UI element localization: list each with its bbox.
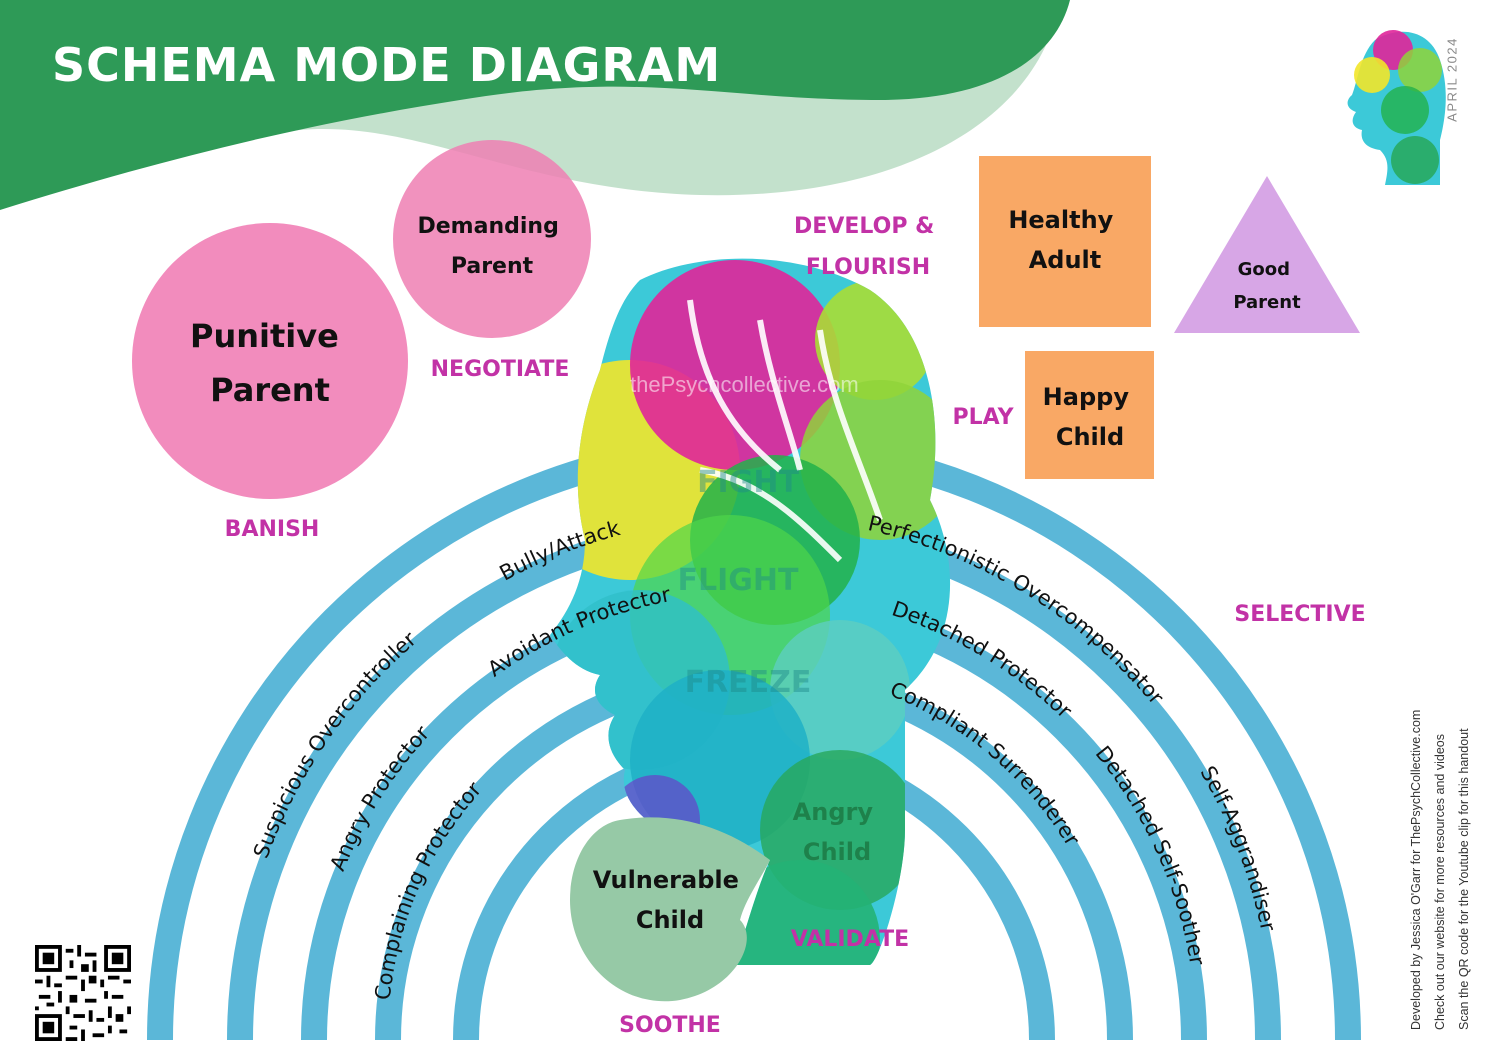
vulnerable-child-label: Vulnerable Child (593, 866, 747, 934)
demanding-parent-label: Demanding Parent (418, 214, 567, 279)
angry-child-line2: Child (803, 838, 871, 866)
healthy-adult-line1: Healthy (1008, 206, 1113, 234)
qr-code-icon[interactable] (35, 945, 131, 1041)
response-freeze: FREEZE (685, 665, 812, 700)
happy-child-line2: Child (1056, 423, 1124, 451)
vulnerable-child-line1: Vulnerable (593, 866, 739, 894)
healthy-adult-box (979, 156, 1151, 327)
angry-child-label: Angry Child (793, 798, 882, 866)
logo-head-icon (1347, 30, 1446, 185)
credits-line1: Developed by Jessica O'Garr for ThePsych… (1409, 709, 1423, 1030)
good-parent-label: Good Parent (1233, 259, 1301, 313)
credits-line2: Check out our website for more resources… (1433, 734, 1447, 1030)
date-label: APRIL 2024 (1444, 37, 1460, 122)
develop-flourish-line2: FLOURISH (806, 255, 930, 280)
vulnerable-child-line2: Child (636, 906, 704, 934)
action-banish: BANISH (225, 517, 320, 542)
action-selective: SELECTIVE (1234, 602, 1365, 627)
action-validate: VALIDATE (791, 927, 909, 952)
action-soothe: SOOTHE (619, 1013, 721, 1038)
develop-flourish-line: DEVELOP & (794, 214, 934, 239)
angry-child-line1: Angry (793, 798, 874, 826)
action-negotiate: NEGOTIATE (431, 357, 570, 382)
header-wave (0, 0, 1070, 210)
good-parent-line1: Good (1238, 259, 1290, 280)
happy-child-line1: Happy (1043, 383, 1130, 411)
good-parent-triangle (1174, 176, 1360, 333)
demanding-parent-line1: Demanding (418, 214, 559, 239)
demanding-parent-line2: Parent (451, 254, 534, 279)
punitive-parent-circle (132, 223, 408, 499)
action-play: PLAY (953, 405, 1015, 430)
response-flight: FLIGHT (678, 563, 800, 598)
healthy-adult-label: Healthy Adult (1008, 206, 1121, 274)
action-develop-flourish: DEVELOP & FLOURISH (794, 214, 942, 280)
happy-child-box (1025, 351, 1154, 479)
healthy-adult-line2: Adult (1029, 246, 1102, 274)
vulnerable-child-blob (570, 817, 770, 1002)
watermark: thePsychcollective.com (630, 372, 859, 397)
page-title: SCHEMA MODE DIAGRAM (52, 38, 722, 92)
credits-line3: Scan the QR code for the Youtube clip fo… (1457, 728, 1471, 1030)
punitive-parent-label: Punitive Parent (190, 317, 350, 409)
response-fight: FIGHT (697, 465, 799, 500)
demanding-parent-circle (393, 140, 591, 338)
credits: Developed by Jessica O'Garr for ThePsych… (1404, 710, 1476, 1030)
punitive-parent-line2: Parent (210, 371, 330, 409)
punitive-parent-line1: Punitive (190, 317, 339, 355)
happy-child-label: Happy Child (1043, 383, 1138, 451)
good-parent-line2: Parent (1233, 292, 1301, 313)
